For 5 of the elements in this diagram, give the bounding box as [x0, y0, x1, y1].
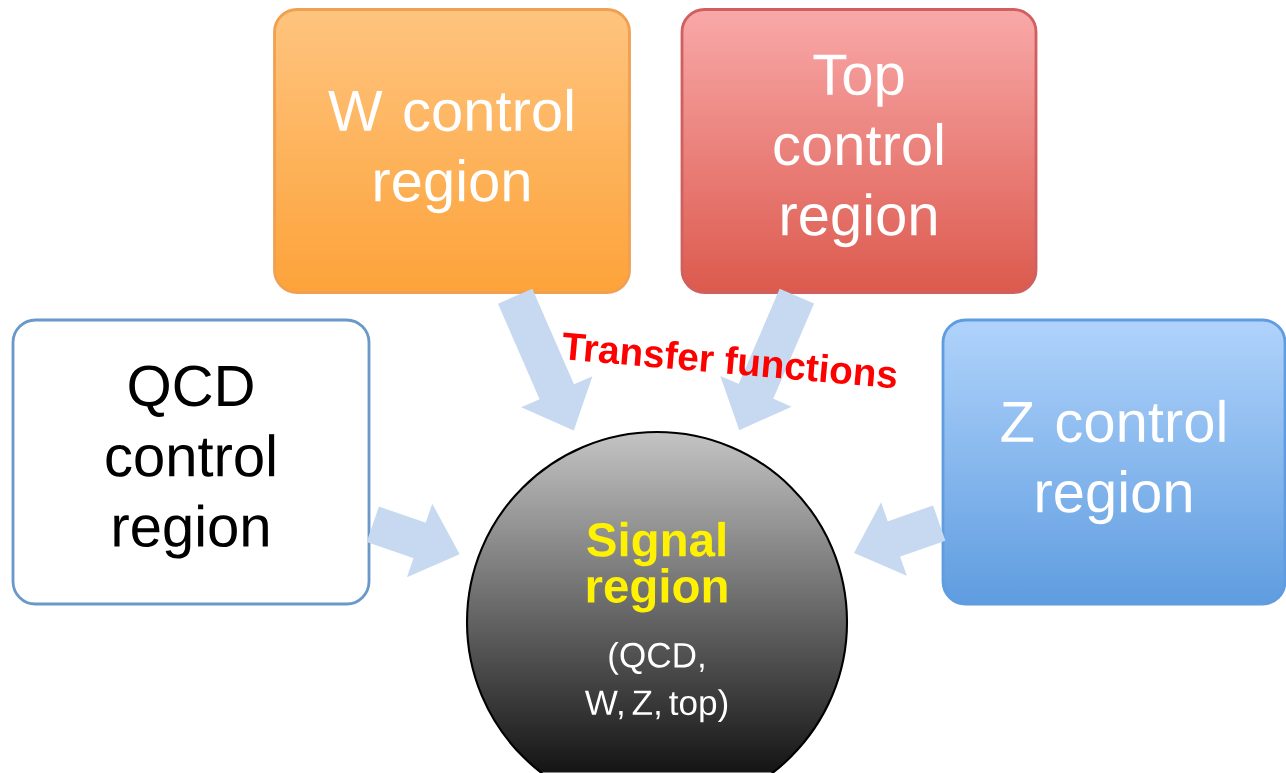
control-region-box: QCD control region: [11, 318, 371, 606]
control-region-box: Top control region: [680, 8, 1038, 294]
control-region-box: Z control region: [941, 318, 1286, 606]
annotation-text: Transfer functions: [563, 332, 897, 388]
control-region-box: W control region: [273, 8, 631, 294]
